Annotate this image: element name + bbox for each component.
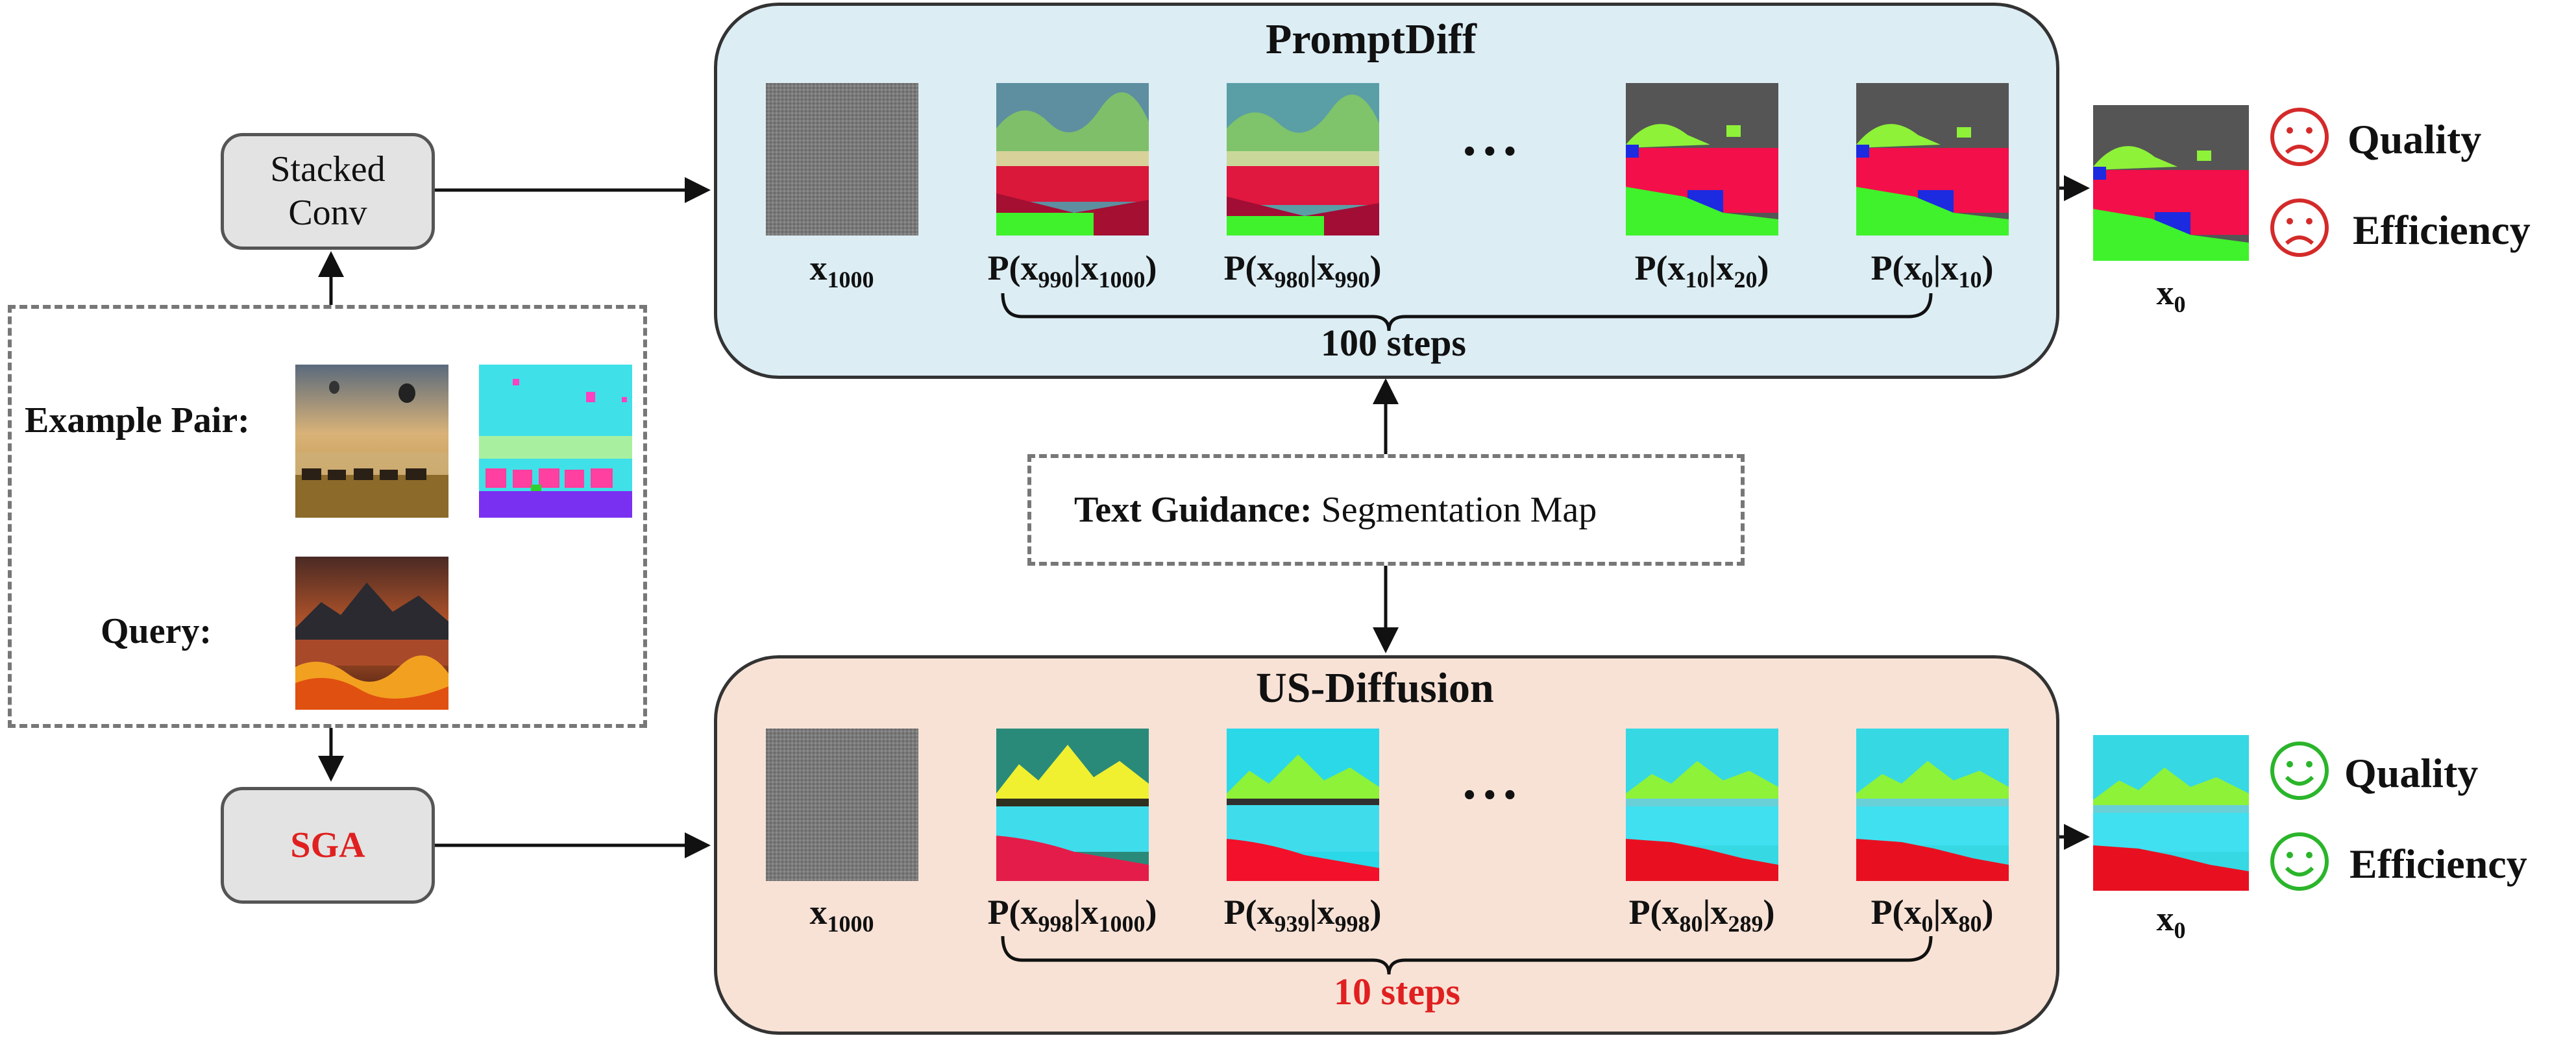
sga-box: SGA <box>221 787 435 904</box>
example-pair-label: Example Pair: <box>25 400 250 441</box>
noise-image-bottom <box>766 729 918 881</box>
denoise-step-image-top-3 <box>1626 83 1778 235</box>
efficiency-label-bottom: Efficiency <box>2349 841 2527 887</box>
text-guidance-box <box>1027 454 1745 566</box>
noise-image-top <box>766 83 918 235</box>
text-guidance-bold: Text Guidance: <box>1074 490 1312 530</box>
denoise-step-image-bottom-4 <box>1856 729 2009 881</box>
example-image <box>295 365 448 518</box>
caption-top-3: P(x10|x20) <box>1634 248 1769 293</box>
caption-top-0: x1000 <box>809 248 874 293</box>
output-image-bottom <box>2093 735 2249 891</box>
steps-label-top: 100 steps <box>1321 322 1466 364</box>
denoise-step-image-top-4 <box>1856 83 2009 235</box>
quality-label-top: Quality <box>2348 116 2482 162</box>
steps-label-bottom: 10 steps <box>1334 971 1460 1013</box>
us-diffusion-title: US-Diffusion <box>1256 664 1494 712</box>
ellipsis-top: • • • <box>1464 133 1516 170</box>
stacked-conv-box: Stacked Conv <box>221 133 435 250</box>
text-guidance-rest: Segmentation Map <box>1312 490 1597 530</box>
denoise-step-image-bottom-1 <box>996 729 1149 881</box>
denoise-step-image-bottom-3 <box>1626 729 1778 881</box>
denoise-step-image-top-2 <box>1227 83 1379 235</box>
sga-label: SGA <box>290 825 365 865</box>
caption-bottom-0: x1000 <box>809 893 874 937</box>
caption-bottom-1: P(x998|x1000) <box>987 893 1157 937</box>
denoise-step-image-bottom-2 <box>1227 729 1379 881</box>
caption-bottom-2: P(x939|x998) <box>1223 893 1382 937</box>
caption-top-1: P(x990|x1000) <box>987 248 1157 293</box>
example-segmentation-map <box>479 365 632 518</box>
query-label: Query: <box>101 611 212 651</box>
caption-bottom-3: P(x80|x289) <box>1628 893 1775 937</box>
promptdiff-title: PromptDiff <box>1266 16 1477 63</box>
caption-bottom-4: P(x0|x80) <box>1871 893 1994 937</box>
denoise-step-image-top-1 <box>996 83 1149 235</box>
stacked-conv-line2: Conv <box>288 193 367 233</box>
output-caption-top: x0 <box>2156 273 2186 317</box>
query-image <box>295 557 448 710</box>
caption-top-2: P(x980|x990) <box>1223 248 1382 293</box>
caption-top-4: P(x0|x10) <box>1871 248 1994 293</box>
ellipsis-bottom: • • • <box>1464 777 1516 814</box>
text-guidance-text: Text Guidance: Segmentation Map <box>1074 492 1597 528</box>
quality-label-bottom: Quality <box>2344 750 2479 796</box>
output-caption-bottom: x0 <box>2156 899 2186 943</box>
input-group-box <box>8 305 647 728</box>
stacked-conv-line1: Stacked <box>270 149 386 189</box>
efficiency-label-top: Efficiency <box>2353 207 2531 253</box>
output-image-top <box>2093 105 2249 261</box>
